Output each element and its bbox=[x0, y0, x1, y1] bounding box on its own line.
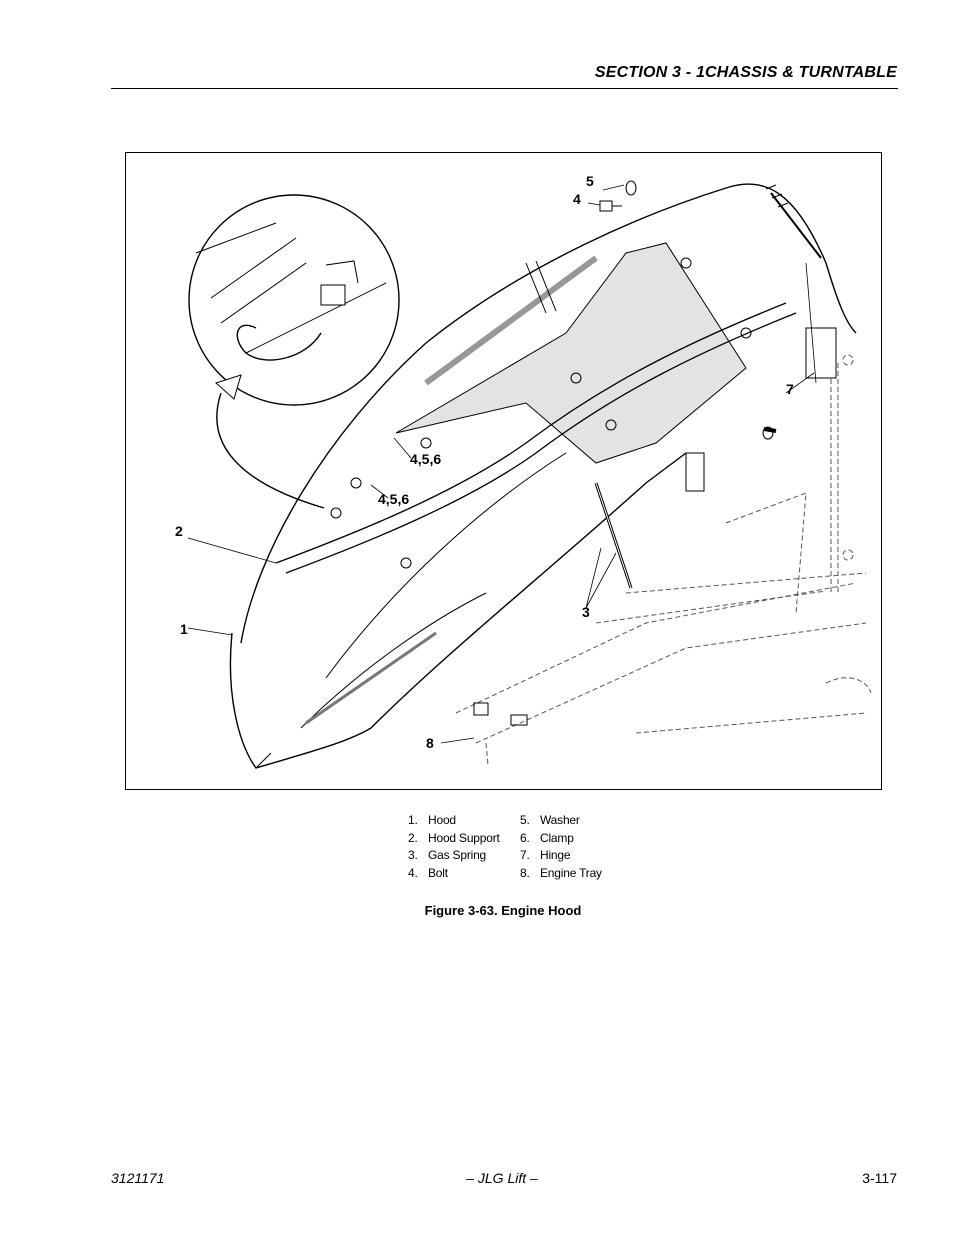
footer-page-number: 3-117 bbox=[862, 1170, 897, 1186]
figure-frame: 5 4 4,5,6 4,5,6 2 1 3 7 8 bbox=[125, 152, 882, 790]
callout-5: 5 bbox=[586, 173, 594, 189]
legend-item: 2.Hood Support bbox=[408, 830, 500, 845]
callout-7: 7 bbox=[786, 381, 794, 397]
legend-item: 3.Gas Spring bbox=[408, 848, 487, 862]
legend-column-2: 5.Washer 6.Clamp 7.Hinge 8.Engine Tray bbox=[520, 812, 602, 882]
detail-view-drawing bbox=[188, 194, 400, 509]
legend-item: 4.Bolt bbox=[408, 865, 448, 880]
legend-item: 5.Washer bbox=[520, 813, 580, 827]
footer-center: – JLG Lift – bbox=[466, 1170, 538, 1186]
engine-tray-drawing bbox=[455, 354, 872, 766]
header-rule bbox=[111, 88, 898, 89]
figure-caption: Figure 3-63. Engine Hood bbox=[424, 903, 582, 918]
section-title: SECTION 3 - 1CHASSIS & TURNTABLE bbox=[594, 64, 897, 81]
legend-item: 6.Clamp bbox=[520, 830, 574, 845]
callout-4-5-6-lower: 4,5,6 bbox=[378, 491, 410, 507]
engine-hood-illustration bbox=[187, 180, 872, 769]
footer-doc-number: 3121171 bbox=[111, 1170, 165, 1186]
callout-8: 8 bbox=[426, 735, 434, 751]
hood-drawing bbox=[229, 180, 857, 769]
callout-1: 1 bbox=[180, 621, 188, 637]
callout-3: 3 bbox=[582, 604, 590, 620]
callout-4-5-6-upper: 4,5,6 bbox=[410, 451, 442, 467]
legend-column-1: 1.Hood 2.Hood Support 3.Gas Spring 4.Bol… bbox=[408, 812, 500, 882]
callout-2: 2 bbox=[175, 523, 183, 539]
legend-item: 1.Hood bbox=[408, 813, 456, 827]
legend-item: 8.Engine Tray bbox=[520, 865, 602, 880]
callout-4: 4 bbox=[573, 191, 581, 207]
callout-leaders bbox=[187, 184, 817, 744]
legend-item: 7.Hinge bbox=[520, 848, 571, 862]
